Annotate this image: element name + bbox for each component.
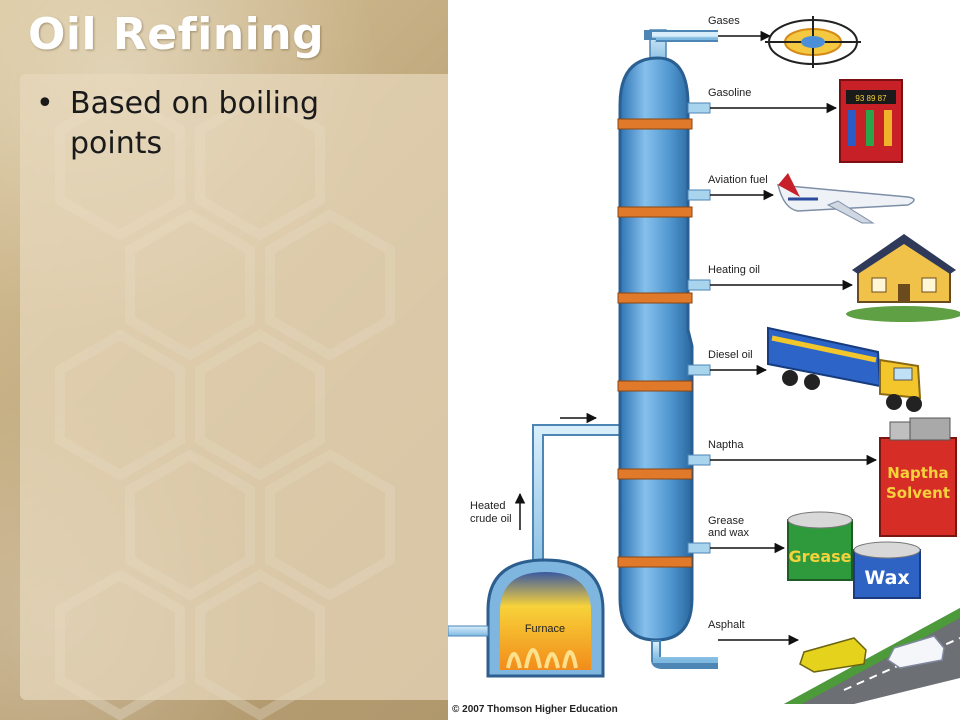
grease-can-text: Grease [788,547,851,566]
column-tray [617,380,693,392]
truck-icon [767,326,922,412]
gas-pump-numbers: 93 89 87 [855,94,887,103]
output-pipe [687,102,711,114]
furnace: Furnace [448,558,605,678]
column-tray [617,556,693,568]
output-label: Grease [708,515,744,527]
house-icon [846,234,960,322]
output-label: Asphalt [708,619,745,631]
bullet-dot: • [36,86,54,121]
column-tray [617,206,693,218]
output-label: Gases [708,15,740,27]
input-label-line1: Heated [470,500,505,512]
output-pipe [687,279,711,291]
output-pipe [687,454,711,466]
column-tray [617,118,693,130]
bullet-list: • Based on boiling points [32,84,362,164]
fractionating-column [618,29,718,669]
gas-burner-icon [765,16,861,68]
grease-wax-cans-icon: Grease Wax [787,511,921,599]
road-cars-icon [784,608,960,704]
output-label: Naptha [708,439,744,451]
airplane-icon [777,173,915,224]
output-pipe [687,542,711,554]
refinery-diagram-svg: Heated crude oil Furnace GasesGasolineAv… [448,15,960,704]
output-label: Diesel oil [708,349,753,361]
bullet-item: • Based on boiling points [32,84,362,164]
content-panel [20,74,460,700]
output-label: Gasoline [708,87,751,99]
output-label: Aviation fuel [708,174,768,186]
solvent-can-text-line2: Solvent [886,484,950,502]
bullet-text: Based on boiling points [70,86,319,161]
output-label: and wax [708,527,749,539]
column-trays [617,118,693,568]
output-label: Heating oil [708,264,760,276]
slide-title: Oil Refining [28,9,325,60]
output-pipe [687,189,711,201]
solvent-can-text-line1: Naptha [887,464,948,482]
column-tray [617,468,693,480]
figure-credit: © 2007 Thomson Higher Education [452,704,618,715]
gas-pump-icon: 93 89 87 [839,79,903,163]
furnace-label: Furnace [525,623,565,635]
feed-pipe-inner [534,426,620,590]
wax-can-text: Wax [864,567,909,589]
input-label-line2: crude oil [470,513,512,525]
column-tray [617,292,693,304]
solvent-can-icon: Naptha Solvent [879,417,957,537]
output-pipe [687,364,711,376]
